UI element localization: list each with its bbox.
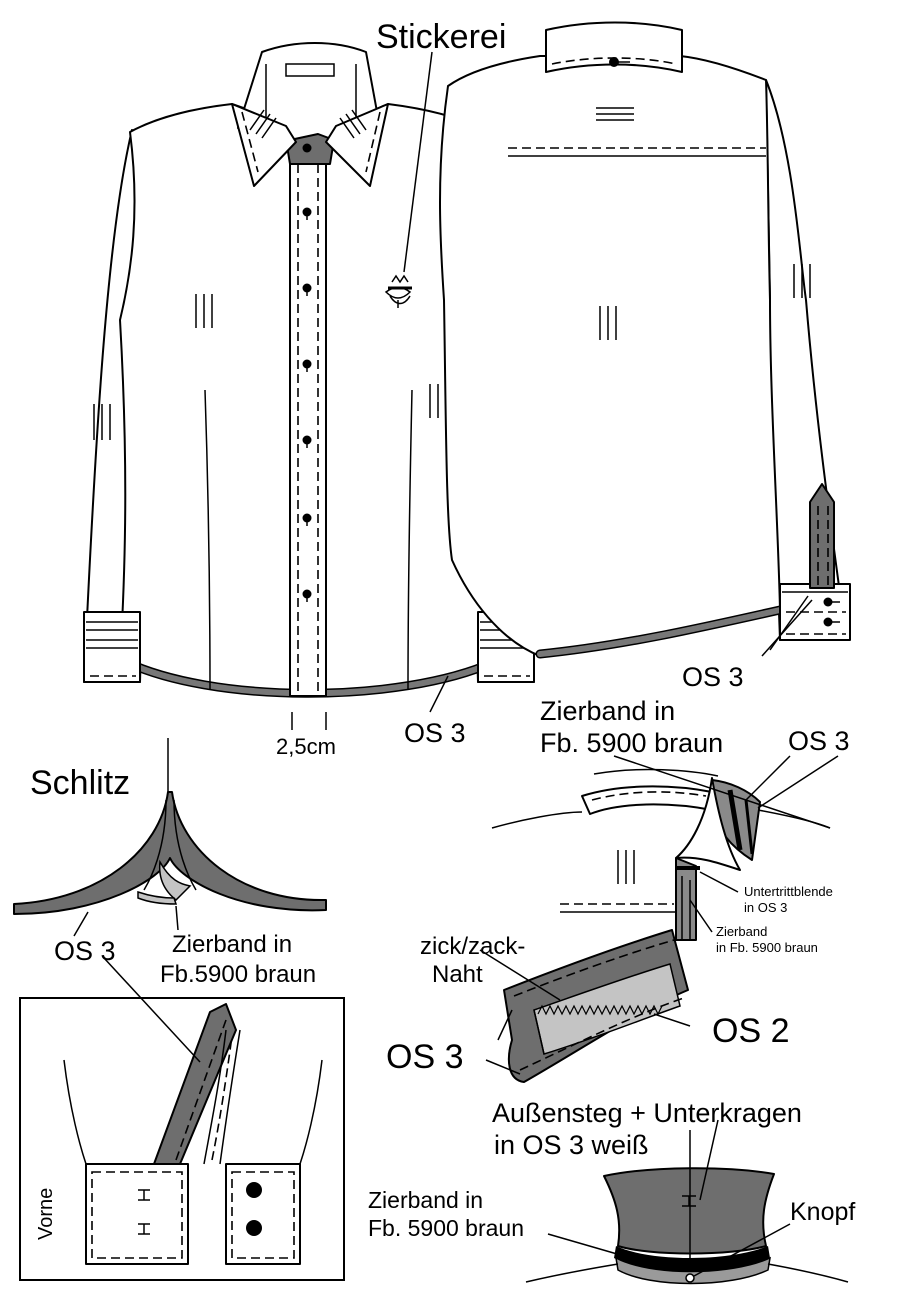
label-os3-front: OS 3 (404, 718, 466, 748)
label-zierband-schlitz-2: Fb.5900 braun (160, 961, 316, 988)
label-os3-schlitz: OS 3 (54, 936, 116, 966)
label-os2-cuff: OS 2 (712, 1012, 789, 1050)
collar-stand-detail (525, 1167, 849, 1285)
label-zierband-stand-2: Fb. 5900 braun (368, 1215, 524, 1241)
label-os3-back: OS 3 (682, 662, 744, 692)
label-zierband-schlitz-1: Zierband in (172, 931, 292, 958)
schlitz-detail (13, 738, 327, 915)
label-zierband-collar-1: Zierband in (540, 696, 675, 726)
cuff-placket-detail (19, 997, 345, 1281)
label-zierband-small-2: in Fb. 5900 braun (716, 940, 818, 955)
label-zierband-stand-1: Zierband in (368, 1187, 483, 1213)
label-knopf: Knopf (790, 1198, 855, 1226)
label-aussensteg-1: Außensteg + Unterkragen (492, 1098, 802, 1128)
label-2-5cm: 2,5cm (276, 734, 336, 759)
zigzag-cuff-detail (503, 929, 689, 1083)
shirt-front (83, 42, 535, 730)
label-stickerei: Stickerei (376, 18, 506, 56)
label-os3-cuff: OS 3 (386, 1038, 463, 1076)
label-zickzack-1: zick/zack- (420, 933, 525, 960)
label-aussensteg-2: in OS 3 weiß (494, 1130, 649, 1160)
label-zierband-small-1: Zierband (716, 924, 767, 939)
labels: Stickerei Schlitz 2,5cm OS 3 OS 3 Zierba… (30, 18, 855, 1241)
label-untertritt-1: Untertrittblende (744, 884, 833, 899)
label-zickzack-2: Naht (432, 961, 483, 988)
shirt-back (439, 21, 851, 659)
label-os3-collar: OS 3 (788, 726, 850, 756)
label-vorne: Vorne (35, 1188, 57, 1240)
embroidery-crest-icon (384, 274, 412, 308)
label-schlitz: Schlitz (30, 764, 130, 802)
label-zierband-collar-2: Fb. 5900 braun (540, 728, 723, 758)
label-untertritt-2: in OS 3 (744, 900, 787, 915)
leader-lines (73, 51, 839, 1277)
